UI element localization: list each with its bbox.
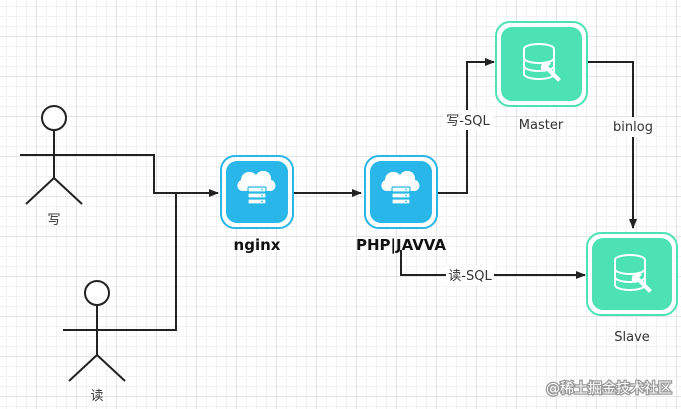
- edge-label-write-sql: 写-SQL: [446, 114, 490, 129]
- nginx-label: nginx: [234, 236, 281, 254]
- edge-master-to-slave: [588, 61, 637, 229]
- nginx-server-node: [220, 155, 294, 229]
- writer-actor-label: 写: [47, 213, 60, 228]
- slave-db-node: [586, 232, 678, 316]
- reader-actor-icon: [63, 280, 128, 382]
- watermark: @稀土掘金技术社区: [546, 381, 672, 397]
- writer-actor-icon: [20, 105, 90, 205]
- php-server-node: [364, 155, 438, 229]
- edge-php-to-slave: [400, 250, 586, 279]
- master-db-node: [495, 21, 588, 107]
- edge-writer-to-nginx: [90, 154, 219, 197]
- edge-reader-to-nginx: [128, 193, 177, 331]
- slave-label: Slave: [614, 330, 650, 345]
- master-label: Master: [519, 118, 564, 133]
- edge-label-read-sql: 读-SQL: [448, 269, 492, 284]
- reader-actor-label: 读: [90, 389, 103, 404]
- php-label: PHP|JAVVA: [356, 236, 446, 255]
- edge-label-binlog: binlog: [613, 120, 653, 135]
